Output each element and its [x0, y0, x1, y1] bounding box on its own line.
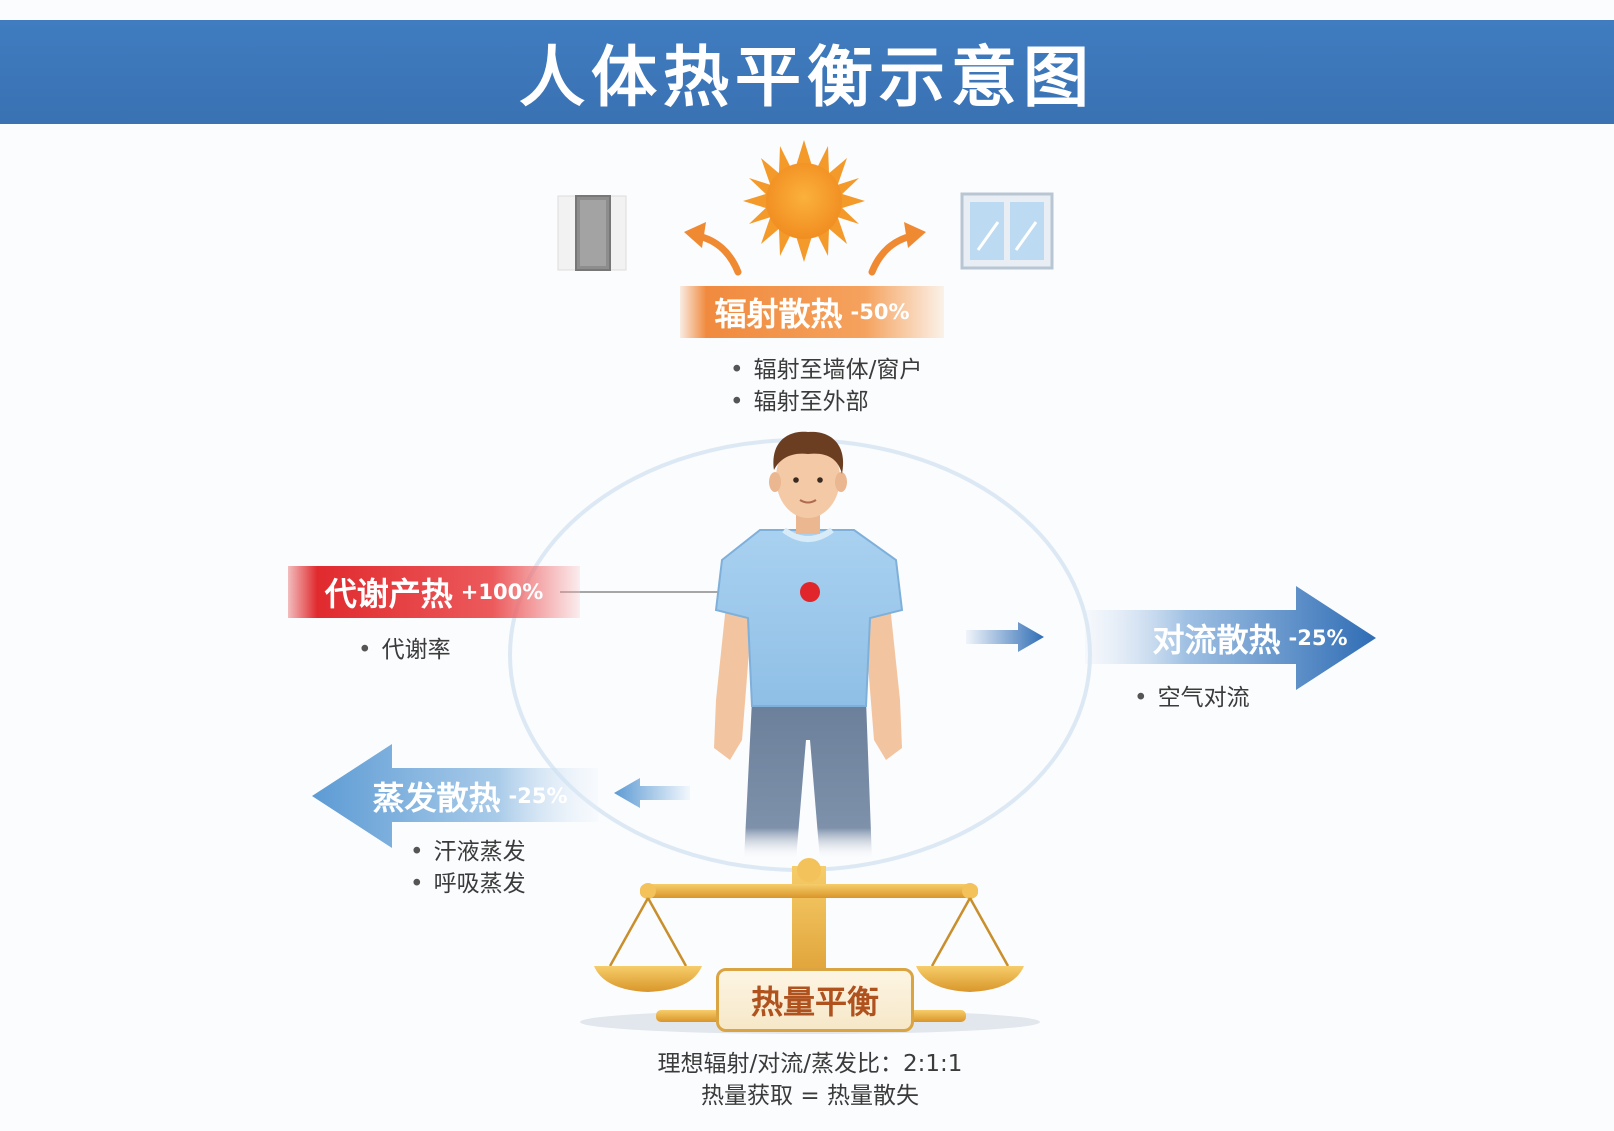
radiation-bullets: 辐射至墙体/窗户 辐射至外部 — [730, 354, 923, 418]
radiation-name: 辐射散热 — [714, 295, 843, 333]
radiation-arrow-right — [868, 232, 916, 276]
evaporation-bullets: 汗液蒸发 呼吸蒸发 — [410, 836, 526, 900]
convection-pct: -25% — [1288, 626, 1348, 650]
evaporation-name: 蒸发散热 — [372, 779, 501, 817]
heat-source-dot — [800, 582, 820, 602]
radiation-arrow-left — [694, 232, 742, 276]
convection-name: 对流散热 — [1152, 621, 1281, 659]
radiation-label: 辐射散热 -50% — [680, 286, 944, 338]
metabolic-bullets: 代谢率 — [358, 634, 451, 666]
evaporation-label: 蒸发散热 -25% — [350, 770, 590, 822]
convection-bullets: 空气对流 — [1134, 682, 1250, 714]
convection-arrow — [1085, 586, 1376, 690]
list-item: 代谢率 — [358, 634, 451, 666]
evaporation-small-arrow — [614, 778, 690, 808]
evaporation-pct: -25% — [508, 784, 568, 808]
radiation-arrowhead-left — [684, 222, 706, 248]
list-item: 辐射至外部 — [730, 386, 922, 418]
convection-small-arrow — [966, 622, 1044, 652]
person-figure — [714, 431, 904, 860]
wall-icon — [557, 195, 627, 271]
page-title: 人体热平衡示意图 — [519, 39, 1095, 116]
list-item: 辐射至墙体/窗户 — [730, 354, 923, 386]
metabolic-label: 代谢产热 +100% — [288, 566, 580, 618]
ratio-text: 理想辐射/对流/蒸发比：2:1:1 — [657, 1051, 963, 1077]
metabolic-name: 代谢产热 — [324, 575, 453, 613]
radiation-arrowhead-right — [904, 222, 926, 248]
radiation-pct: -50% — [850, 300, 910, 324]
equation-text: 热量获取 = 热量散失 — [701, 1083, 919, 1109]
evaporation-arrow — [312, 744, 598, 848]
title-bar: 人体热平衡示意图 — [0, 20, 1614, 124]
list-item: 空气对流 — [1134, 682, 1250, 714]
sun-icon — [743, 140, 865, 262]
convection-label: 对流散热 -25% — [1125, 612, 1375, 664]
metabolic-pct: +100% — [460, 580, 544, 604]
balance-label: 热量平衡 — [716, 968, 914, 1032]
window-icon — [960, 192, 1054, 270]
list-item: 呼吸蒸发 — [410, 868, 526, 900]
list-item: 汗液蒸发 — [410, 836, 526, 868]
